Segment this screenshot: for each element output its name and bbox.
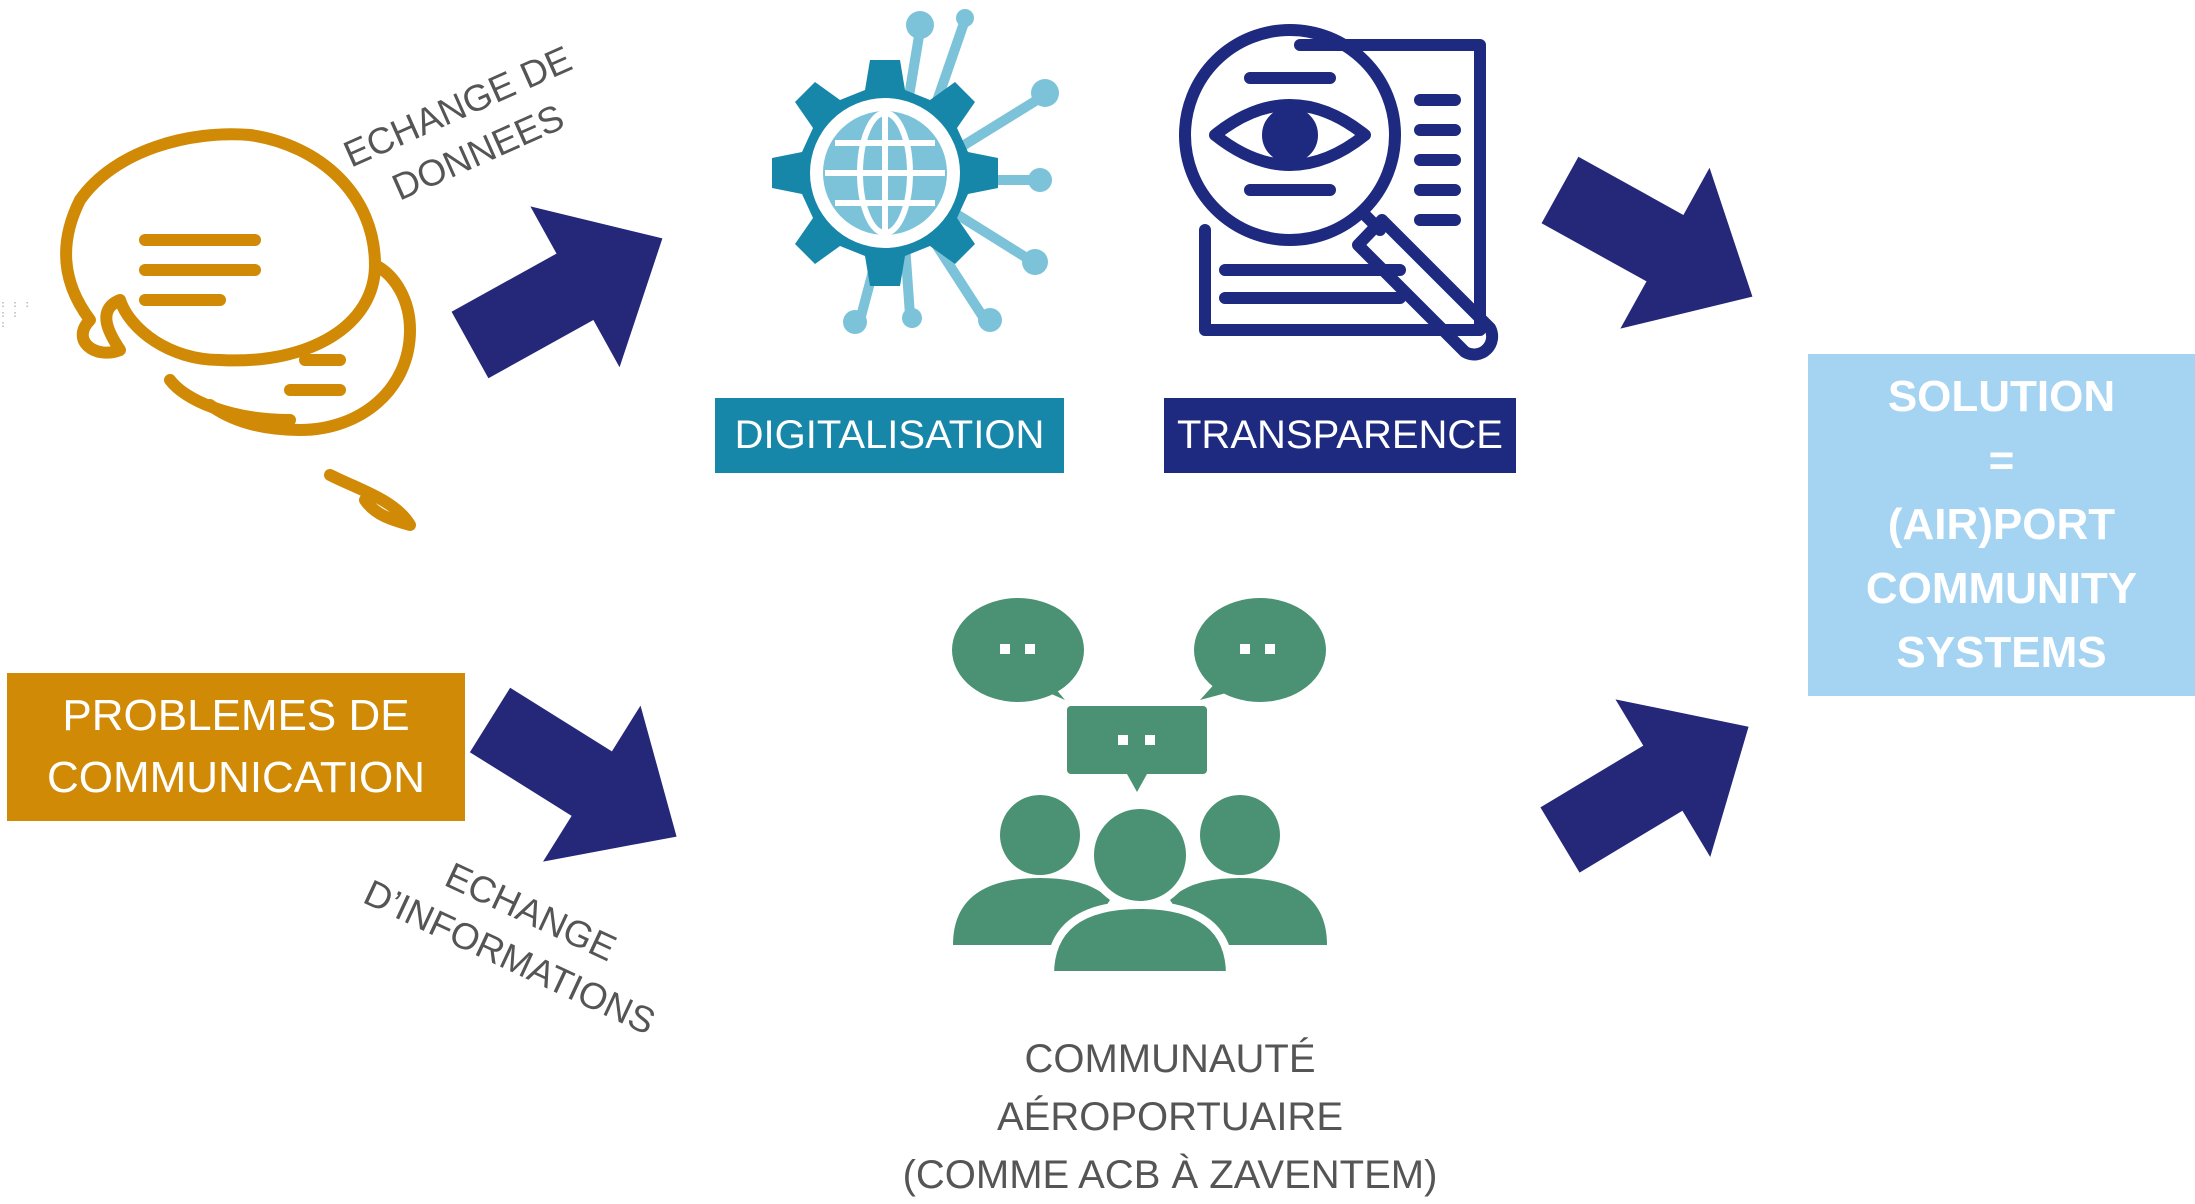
gear-globe-network-icon [772,9,1059,334]
community-line2: AÉROPORTUAIRE [997,1095,1343,1139]
solution-line4: COMMUNITY [1865,564,2138,613]
solution-line1: SOLUTION [1887,372,2116,421]
problems-line2: COMMUNICATION [46,753,426,802]
problems-line1: PROBLEMES DE [62,691,410,740]
solution-line2: = [1988,436,2015,485]
community-line3: (COMME ACB À ZAVENTEM) [902,1153,1438,1197]
arrow-problems-to-digitalisation [425,157,708,426]
problems-box: PROBLEMES DE COMMUNICATION [7,673,465,821]
people-chat-icon [952,598,1327,979]
solution-box: SOLUTION = (AIR)PORT COMMUNITY SYSTEMS [1808,354,2195,696]
digitalisation-box: DIGITALISATION [715,398,1064,473]
transparence-label: TRANSPARENCE [1177,413,1503,457]
decorative-dots: : : :: :: [0,299,31,330]
solution-line3: (AIR)PORT [1887,500,2116,549]
digitalisation-label: DIGITALISATION [734,413,1045,457]
arrow-community-to-solution [1512,647,1796,919]
transparence-box: TRANSPARENCE [1164,398,1516,473]
magnifier-eye-document-icon [1179,24,1499,361]
arrow-transparence-to-solution [1515,109,1798,378]
community-line1: COMMUNAUTÉ [1024,1037,1316,1081]
solution-line5: SYSTEMS [1896,628,2107,677]
speech-bubbles-icon [60,128,416,531]
community-caption: COMMUNAUTÉ AÉROPORTUAIRE (COMME ACB À ZA… [860,1030,1480,1204]
